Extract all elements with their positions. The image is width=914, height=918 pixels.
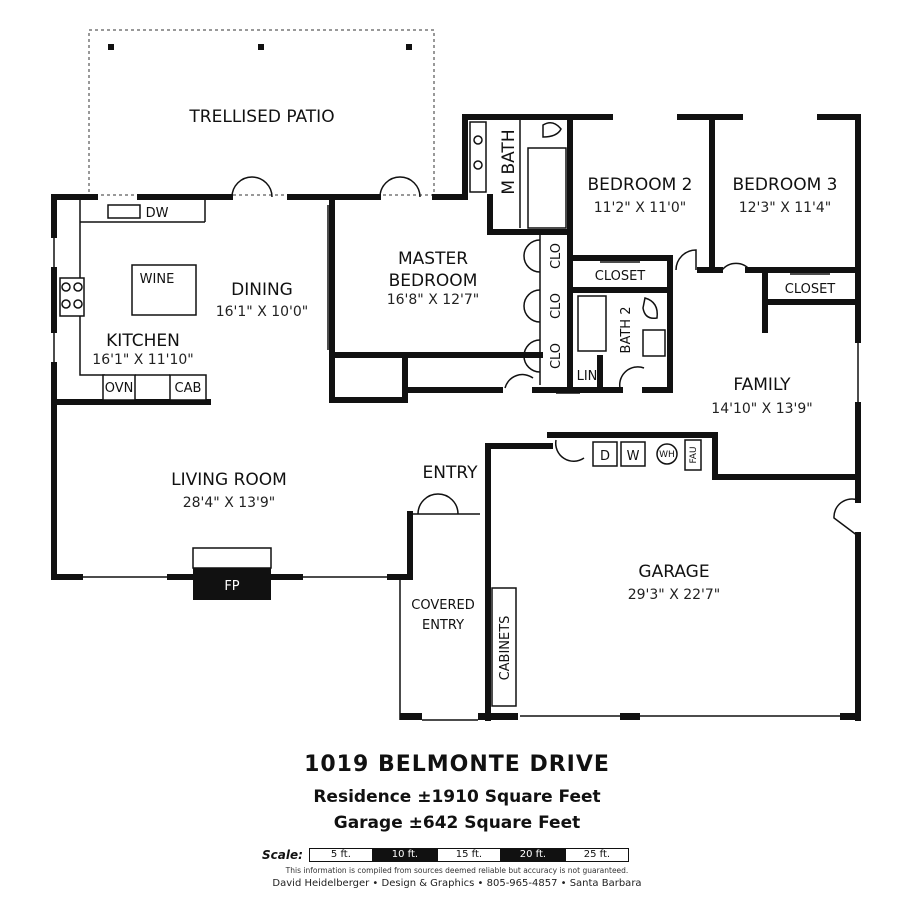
dw-label: DW (146, 206, 169, 221)
scale-label: Scale: (262, 848, 303, 862)
fp-label: FP (224, 579, 239, 594)
covered-entry-name2: ENTRY (422, 618, 464, 633)
kitchen-dim: 16'1" X 11'10" (92, 352, 193, 368)
family-name: FAMILY (733, 375, 791, 395)
property-address: 1019 BELMONTE DRIVE (304, 752, 610, 777)
designer-credit: David Heidelberger • Design & Graphics •… (272, 878, 642, 889)
floor-plan: TRELLISED PATIO M BATH BEDROOM 2 11'2" X… (51, 29, 861, 721)
master-name1: MASTER (398, 249, 468, 269)
scale-segment: 25 ft. (564, 848, 629, 862)
garage-area: Garage ±642 Square Feet (333, 813, 581, 833)
dining-name: DINING (231, 280, 293, 300)
washer-label: W (627, 449, 640, 464)
fixtures (53, 120, 859, 707)
closet-label-2: CLOSET (785, 282, 836, 297)
scale-segment: 10 ft. (372, 848, 437, 862)
dining-dim: 16'1" X 10'0" (216, 304, 309, 320)
living-dim: 28'4" X 13'9" (183, 495, 276, 511)
trellised-patio (88, 29, 435, 196)
garage-name: GARAGE (638, 562, 709, 582)
wine-label: WINE (140, 272, 175, 287)
clo-label-2: CLO (549, 293, 564, 319)
fau-label: FAU (689, 446, 699, 463)
closet-label-1: CLOSET (595, 269, 646, 284)
patio-name: TRELLISED PATIO (188, 107, 334, 127)
room-labels: TRELLISED PATIO M BATH BEDROOM 2 11'2" X… (92, 107, 837, 633)
fixture-labels: DW WINE OVN CAB CLO CLO CLO CLOSET CLOSE… (105, 206, 836, 680)
scale-segment: 20 ft. (500, 848, 565, 862)
bedroom2-name: BEDROOM 2 (588, 175, 693, 195)
bedroom3-dim: 12'3" X 11'4" (739, 200, 832, 216)
bedroom3-name: BEDROOM 3 (733, 175, 838, 195)
entry-name: ENTRY (423, 463, 479, 483)
mbath-name: M BATH (499, 129, 519, 194)
cab-label: CAB (175, 381, 202, 396)
scale-bar: Scale: 5 ft. 10 ft. 15 ft. 20 ft. 25 ft. (262, 848, 629, 862)
scale-segment: 15 ft. (436, 848, 501, 862)
living-name: LIVING ROOM (171, 470, 287, 490)
covered-entry-name1: COVERED (411, 598, 474, 613)
scale-segment: 5 ft. (308, 848, 373, 862)
wh-label: WH (659, 450, 675, 460)
bath2-name: BATH 2 (619, 307, 634, 354)
dryer-label: D (600, 449, 610, 464)
bedroom2-dim: 11'2" X 11'0" (594, 200, 687, 216)
master-dim: 16'8" X 12'7" (387, 292, 480, 308)
residence-area: Residence ±1910 Square Feet (313, 787, 601, 807)
disclaimer: This information is compiled from source… (285, 866, 629, 875)
master-name2: BEDROOM (389, 271, 478, 291)
cabinets-label: CABINETS (498, 616, 513, 681)
clo-label-3: CLO (549, 343, 564, 369)
kitchen-name: KITCHEN (106, 331, 180, 351)
walls (51, 114, 861, 721)
family-dim: 14'10" X 13'9" (711, 401, 812, 417)
lin-label: LIN (577, 369, 598, 384)
garage-dim: 29'3" X 22'7" (628, 587, 721, 603)
clo-label-1: CLO (549, 243, 564, 269)
ovn-label: OVN (105, 381, 134, 396)
